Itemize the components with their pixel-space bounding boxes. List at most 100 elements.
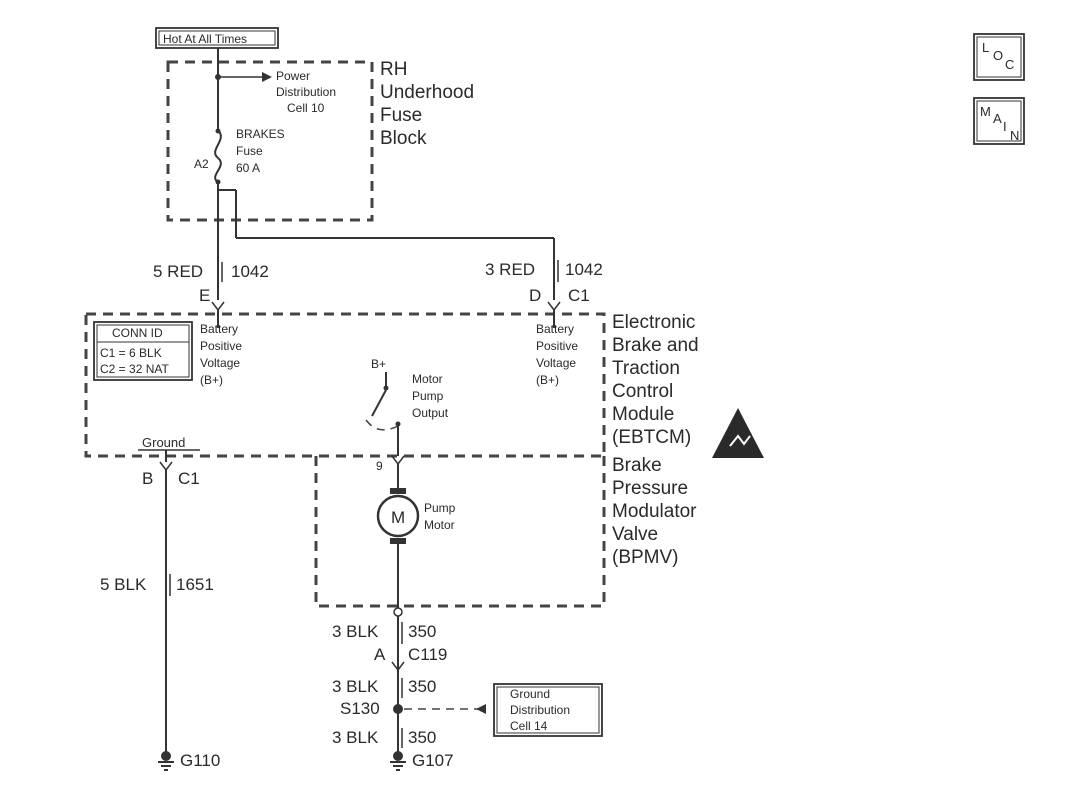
connector-b-icon [159,461,173,472]
ground-g107-icon [390,751,406,771]
motor-return-c119-label: 3 BLK 350 A C119 [332,622,447,664]
svg-text:3 BLK: 3 BLK [332,622,379,641]
svg-text:60 A: 60 A [236,161,260,175]
svg-text:Cell 10: Cell 10 [287,101,325,115]
svg-text:Positive: Positive [536,339,578,353]
right-b-plus-label: Battery Positive Voltage (B+) [536,322,578,387]
svg-text:Brake and: Brake and [612,335,699,356]
connector-e-icon [211,301,225,312]
svg-text:L: L [982,40,989,55]
ebtcm-outline [84,312,606,458]
motor-return-g107-label: 3 BLK 350 [332,728,436,747]
svg-text:Underhood: Underhood [380,82,474,103]
ground-distribution-label: Ground Distribution Cell 14 [510,687,570,733]
splice-s130-icon [393,704,403,714]
svg-text:Output: Output [412,406,449,420]
svg-text:S130: S130 [340,699,380,718]
svg-text:3 RED: 3 RED [485,260,535,279]
svg-text:Traction: Traction [612,358,680,379]
svg-text:Valve: Valve [612,524,658,545]
svg-text:350: 350 [408,622,436,641]
svg-text:Pump: Pump [412,389,444,403]
svg-text:BRAKES: BRAKES [236,127,285,141]
pump-motor-label: Pump Motor [424,501,456,532]
svg-text:3 BLK: 3 BLK [332,728,379,747]
fuse-icon [214,129,222,183]
svg-text:(B+): (B+) [200,373,223,387]
ground-terminal-label: B [142,469,153,488]
ground-g110-label: G110 [180,751,220,770]
svg-text:Block: Block [380,128,427,149]
bpmv-outline [314,456,606,608]
loc-button[interactable]: L O C [973,33,1025,81]
ebtcm-name: Electronic Brake and Traction Control Mo… [612,312,699,448]
svg-text:(EBTCM): (EBTCM) [612,427,691,448]
svg-text:RH: RH [380,59,407,80]
svg-text:Cell 14: Cell 14 [510,719,548,733]
svg-text:Voltage: Voltage [536,356,576,370]
ground-feed-circuit: 1651 [176,575,214,594]
svg-text:Pump: Pump [424,501,456,515]
svg-text:Brake: Brake [612,455,662,476]
motor-pump-output-label: Motor Pump Output [412,372,449,420]
b-plus-label: B+ [371,357,386,371]
svg-text:M: M [980,104,991,119]
svg-text:I: I [1003,119,1007,134]
svg-text:C1: C1 [568,286,590,305]
svg-text:1042: 1042 [565,260,603,279]
motor-return-s130-label: 3 BLK 350 S130 [332,677,436,718]
arrow-right-icon [262,72,272,82]
svg-text:N: N [1010,128,1019,143]
left-b-plus-label: Battery Positive Voltage (B+) [200,322,242,387]
svg-text:Voltage: Voltage [200,356,240,370]
ground-connector-label: C1 [178,469,200,488]
conn-id-title: CONN ID [112,326,163,340]
svg-text:Power: Power [276,69,310,83]
svg-text:Control: Control [612,381,673,402]
svg-text:3 BLK: 3 BLK [332,677,379,696]
svg-text:(B+): (B+) [536,373,559,387]
bpmv-name: Brake Pressure Modulator Valve (BPMV) [612,455,697,568]
ground-g107-label: G107 [412,751,454,770]
svg-text:O: O [993,48,1003,63]
svg-text:Battery: Battery [200,322,238,336]
switch-icon [371,389,387,417]
fuse-label: BRAKES Fuse 60 A [236,127,285,175]
main-button[interactable]: M A I N [973,97,1025,145]
left-feed-wire-label: 5 RED 1042 E [153,262,269,305]
svg-text:Modulator: Modulator [612,501,697,522]
svg-text:E: E [199,286,210,305]
conn-id-row: C1 = 6 BLK [100,346,162,360]
fuse-block-outline [166,60,374,222]
svg-text:Distribution: Distribution [276,85,336,99]
svg-text:A: A [374,645,386,664]
fuse-block-name: RH Underhood Fuse Block [380,59,474,149]
svg-text:Distribution: Distribution [510,703,570,717]
svg-text:Motor: Motor [412,372,443,386]
svg-text:Electronic: Electronic [612,312,695,333]
pin-9-label: 9 [376,459,383,473]
svg-text:Fuse: Fuse [380,105,422,126]
connector-c119-icon [391,661,405,672]
ebtcm-ground-label: Ground [142,435,185,450]
power-source-label: Hot At All Times [163,32,247,46]
pump-motor-icon [376,494,420,538]
svg-text:Ground: Ground [510,687,550,701]
esd-warning-icon [712,408,764,458]
ground-distribution-box [493,683,603,737]
svg-text:350: 350 [408,677,436,696]
svg-text:Module: Module [612,404,674,425]
svg-text:Positive: Positive [200,339,242,353]
svg-text:D: D [529,286,541,305]
svg-text:1042: 1042 [231,262,269,281]
connector-d-icon [547,301,561,312]
svg-text:Motor: Motor [424,518,455,532]
right-feed-wire-label: 3 RED 1042 D C1 [485,260,603,305]
fuse-terminal-label: A2 [194,157,209,171]
pump-motor-symbol: M [391,508,405,527]
conn-id-box [93,321,193,381]
svg-text:A: A [993,111,1002,126]
svg-text:(BPMV): (BPMV) [612,547,679,568]
svg-text:5 RED: 5 RED [153,262,203,281]
arrow-left-icon [476,704,486,714]
